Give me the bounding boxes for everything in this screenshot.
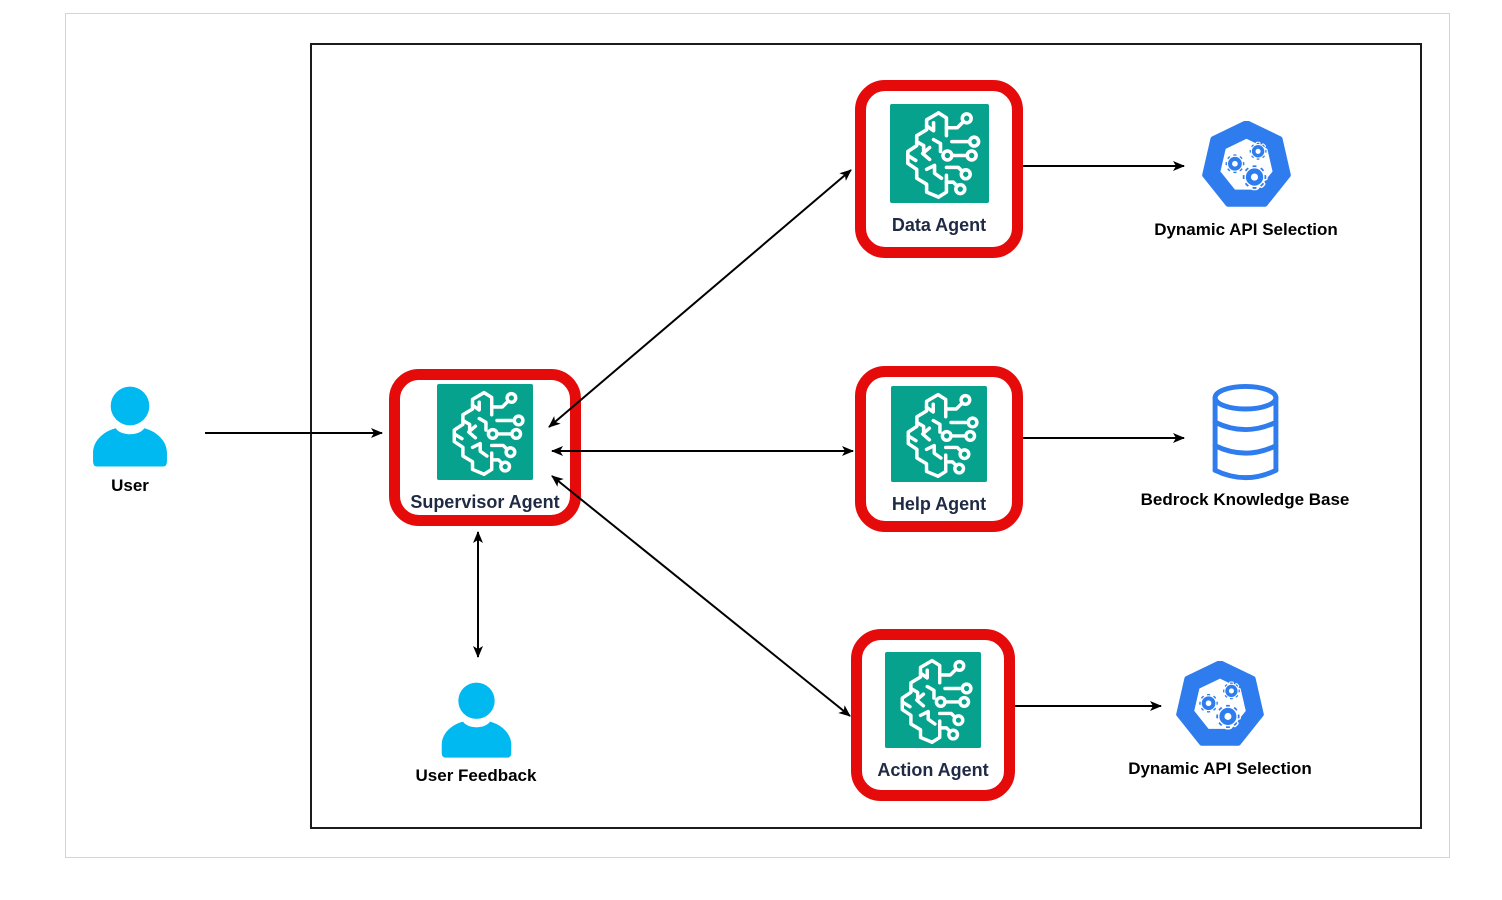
heptagon-gears-icon <box>1202 121 1291 210</box>
ai-agent-icon <box>889 383 989 484</box>
node-user-feedback: User Feedback <box>396 681 556 786</box>
person-icon <box>437 681 516 760</box>
node-data-agent: Data Agent <box>855 80 1023 258</box>
node-help-agent: Help Agent <box>855 366 1023 532</box>
heptagon-gears-icon <box>1176 661 1264 749</box>
node-dynamic-api-top-label: Dynamic API Selection <box>1154 220 1338 239</box>
person-icon <box>88 385 172 469</box>
node-user: User <box>60 385 200 496</box>
ai-agent-icon <box>435 382 535 482</box>
node-action-agent-label: Action Agent <box>877 759 989 780</box>
ai-agent-icon <box>887 102 991 205</box>
database-icon <box>1210 383 1281 485</box>
node-supervisor-agent: Supervisor Agent <box>389 369 581 526</box>
ai-agent-icon <box>883 649 983 750</box>
node-action-agent: Action Agent <box>851 629 1015 801</box>
node-user-feedback-label: User Feedback <box>415 766 537 785</box>
node-dynamic-api-bottom: Dynamic API Selection <box>1120 661 1320 779</box>
node-bedrock-kb: Bedrock Knowledge Base <box>1130 383 1360 510</box>
node-dynamic-api-bottom-label: Dynamic API Selection <box>1128 759 1312 778</box>
node-dynamic-api-top: Dynamic API Selection <box>1146 121 1346 240</box>
node-bedrock-kb-label: Bedrock Knowledge Base <box>1140 490 1350 509</box>
node-supervisor-agent-label: Supervisor Agent <box>410 492 560 512</box>
node-user-label: User <box>111 476 149 495</box>
node-help-agent-label: Help Agent <box>891 493 987 514</box>
node-data-agent-label: Data Agent <box>891 215 987 235</box>
